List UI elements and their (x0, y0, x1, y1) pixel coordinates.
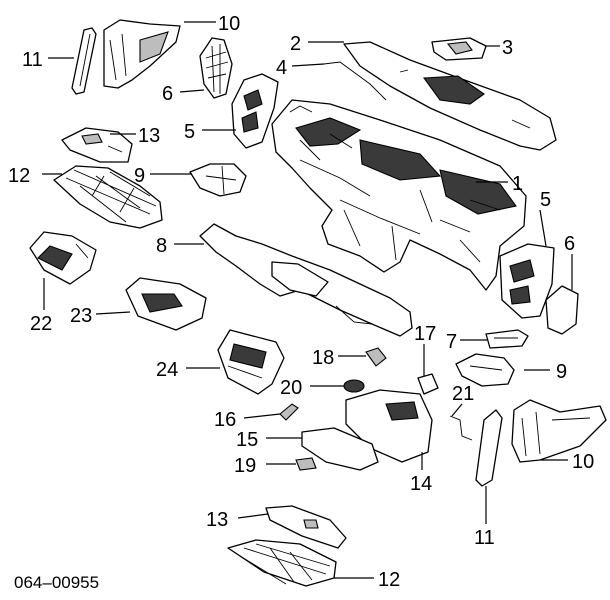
callout-17: 17 (414, 323, 436, 345)
callout-13-lower: 13 (206, 509, 228, 531)
callout-15: 15 (236, 429, 258, 451)
part-1-instrument-panel-frame (271, 99, 527, 291)
part-13-upper-trim-panel (61, 127, 133, 163)
callout-9-right: 9 (556, 361, 567, 383)
callout-20: 20 (280, 377, 302, 399)
callout-21: 21 (452, 383, 474, 405)
part-13-lower-trim-panel (265, 505, 347, 549)
callout-19: 19 (234, 455, 256, 477)
part-9-upper-support (189, 163, 247, 197)
part-12-lower-mesh-panel (227, 539, 337, 587)
part-12-upper-mesh-panel (53, 165, 163, 229)
callout-1: 1 (512, 173, 523, 195)
callout-18: 18 (312, 347, 334, 369)
part-6-upper-vent-grille (199, 37, 233, 99)
part-7-small-bracket (485, 329, 529, 349)
callout-11-top: 11 (22, 49, 43, 71)
callout-22: 22 (30, 313, 52, 335)
callout-10-top: 10 (218, 13, 240, 35)
callout-6-upper: 6 (162, 83, 173, 105)
callout-16: 16 (214, 409, 236, 431)
callout-7: 7 (446, 331, 457, 353)
part-8-lower-dash-trim (199, 223, 413, 337)
part-24-center-bezel (217, 329, 285, 395)
callout-9-upper: 9 (134, 165, 145, 187)
callout-24: 24 (156, 359, 178, 381)
reference-number: 064–00955 (14, 573, 99, 592)
part-11-lower-pillar-trim (475, 409, 503, 487)
callout-5-right: 5 (540, 189, 551, 211)
part-15-glove-box-door (301, 427, 379, 471)
part-19-striker (295, 457, 317, 471)
leader-lines (42, 21, 573, 579)
part-11-upper-pillar-trim (71, 27, 97, 95)
callout-13-upper: 13 (138, 125, 160, 147)
callout-labels: 11 10 2 3 4 6 5 13 12 9 1 5 6 8 22 23 17… (8, 13, 594, 592)
callout-2: 2 (290, 33, 301, 55)
part-17-switch (417, 373, 439, 395)
callout-6-right: 6 (564, 233, 575, 255)
part-10-upper-side-bracket (103, 19, 181, 89)
callout-3: 3 (502, 37, 513, 59)
part-5-upper-vent-housing (231, 73, 279, 149)
part-18-clip (365, 347, 387, 367)
callout-12-lower: 12 (378, 569, 400, 591)
callout-14: 14 (410, 473, 432, 495)
part-4-support-rod (323, 61, 387, 101)
callout-4: 4 (276, 57, 287, 79)
part-20-knob (343, 379, 365, 393)
callout-8: 8 (156, 235, 167, 257)
callout-12-upper: 12 (8, 165, 30, 187)
part-22-storage-box (29, 231, 97, 285)
callout-11-lower: 11 (474, 527, 495, 549)
callout-23: 23 (70, 305, 92, 327)
callout-10-lower: 10 (572, 451, 594, 473)
callout-5-upper: 5 (184, 121, 195, 143)
part-21-harness-wire (449, 415, 473, 441)
part-10-lower-side-bracket (511, 399, 607, 463)
part-16-latch-rod (279, 403, 299, 421)
part-6-right-end-cap (545, 285, 579, 335)
part-5-right-vent-housing (499, 243, 555, 319)
part-2-dash-top-panel (343, 41, 557, 151)
part-9-right-support (455, 353, 515, 387)
part-3-small-cover (431, 37, 487, 61)
part-23-tray (125, 277, 207, 331)
